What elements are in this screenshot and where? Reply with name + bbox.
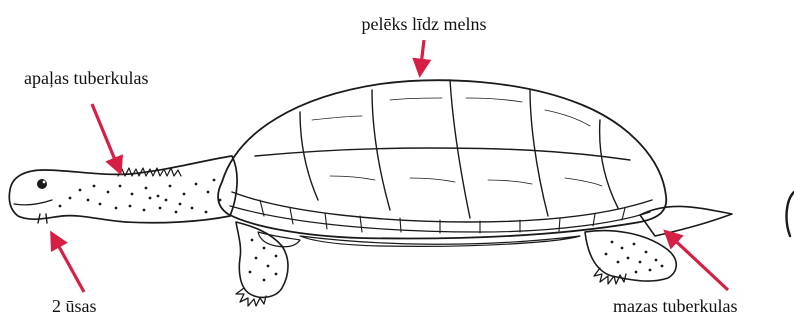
annotation-arrows (52, 40, 728, 292)
turtle-shell (218, 80, 666, 246)
turtle-tail (640, 206, 732, 236)
label-barbels: 2 ūsas (52, 296, 97, 316)
turtle-front-leg (236, 222, 288, 306)
turtle-head-neck (9, 156, 237, 223)
label-leg-tubercles: mazas tuberkulas (613, 296, 737, 316)
turtle-illustration (9, 80, 794, 306)
turtle-eye (37, 179, 47, 189)
label-neck-tubercles: apaļas tuberkulas (24, 68, 148, 88)
neck-arrow (92, 104, 120, 172)
turtle-hind-foot-far (258, 232, 300, 247)
chin-arrow (52, 234, 84, 292)
shell-arrow (420, 40, 424, 74)
label-shell-color: pelēks līdz melns (362, 14, 487, 34)
turtle-back-leg (585, 231, 676, 284)
edge-fragment (787, 192, 794, 236)
